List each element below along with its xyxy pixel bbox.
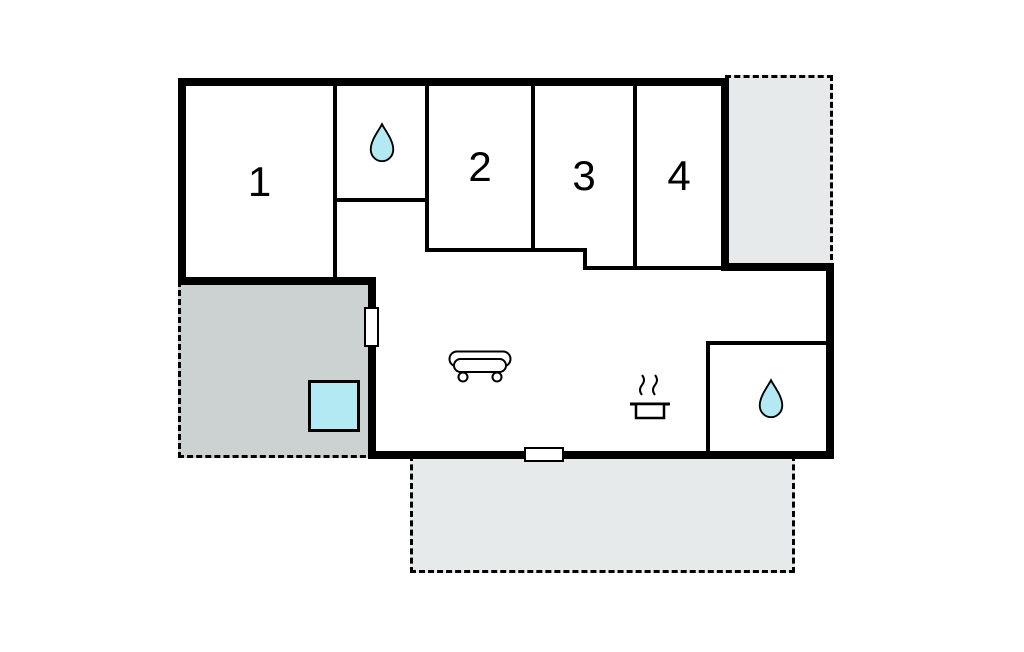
window-marker [524, 447, 564, 462]
water-drop-icon [756, 378, 786, 419]
wall-living-left [368, 277, 376, 459]
room-1-label: 1 [247, 157, 272, 205]
room-4-label: 4 [667, 152, 691, 199]
room-1: 1 [186, 86, 333, 277]
wall-room1-right [333, 78, 337, 285]
terrace-bottom [410, 455, 795, 573]
wall-right [826, 263, 834, 459]
wall-upper-right [721, 263, 834, 271]
wall-bath-top-bottom [333, 198, 429, 202]
wall-top [178, 78, 729, 86]
wall-step [583, 248, 587, 270]
room-4: 4 [637, 86, 721, 266]
hot-tub [308, 380, 360, 432]
room-2-label: 2 [468, 143, 492, 190]
cooking-pot-icon [627, 372, 673, 422]
wall-bottom [368, 451, 834, 459]
wall-room1-bottom [178, 277, 376, 285]
wall-bathroom2-left [706, 341, 710, 455]
wall-bathroom2-top [706, 341, 830, 345]
wall-divider-bath-room2 [425, 78, 429, 252]
terrace-top-right [725, 75, 833, 269]
wall-room3-room4-bottom [583, 266, 725, 270]
wall-room2-bottom [425, 248, 587, 252]
wall-left [178, 78, 186, 285]
wall-divider-room3-room4 [633, 78, 637, 270]
water-drop-icon [367, 122, 397, 163]
door-marker [364, 307, 379, 347]
wall-room4-right [721, 78, 729, 271]
room-3-label: 3 [572, 152, 596, 199]
sofa-icon [448, 350, 512, 384]
room-3: 3 [535, 86, 633, 266]
wall-divider-room2-room3 [531, 78, 535, 252]
room-2: 2 [429, 86, 531, 248]
